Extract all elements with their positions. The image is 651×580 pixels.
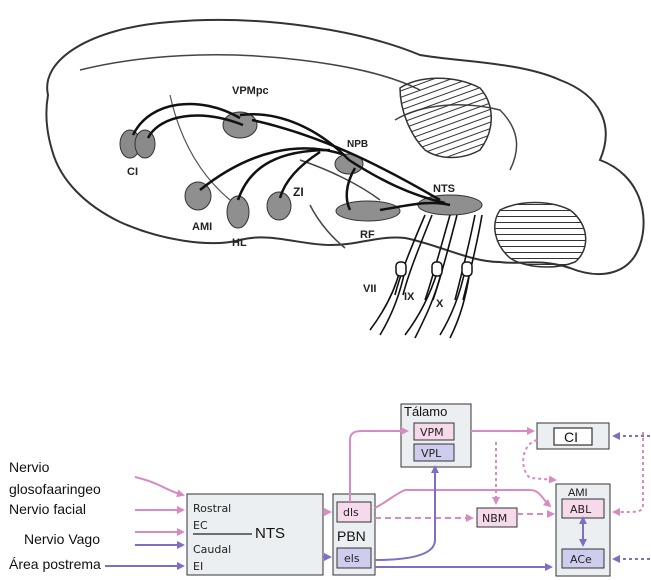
label-x: X bbox=[436, 298, 444, 310]
ami-ace-label: ACe bbox=[570, 553, 592, 566]
nts-ei-label: EI bbox=[193, 560, 203, 573]
input-label-facial: Nervio facial bbox=[9, 501, 86, 517]
ci-label: CI bbox=[564, 429, 578, 445]
input-label-vago: Nervio Vago bbox=[24, 531, 100, 547]
ami-title: AMI bbox=[568, 487, 588, 499]
nts-title: NTS bbox=[255, 525, 285, 542]
arrow-ci-abl-right bbox=[614, 432, 643, 512]
label-npb: NPB bbox=[347, 139, 368, 150]
label-ix: IX bbox=[404, 291, 415, 303]
nts-rostral-label: Rostral bbox=[193, 502, 231, 515]
pbn-title: PBN bbox=[337, 528, 366, 544]
nerve-fibers-x bbox=[440, 270, 470, 338]
hatched-region-medulla bbox=[495, 203, 586, 267]
talamo-title: Tálamo bbox=[404, 404, 447, 419]
nbm-box: NBM bbox=[477, 508, 517, 527]
ami-box: AMI ABL ACe bbox=[556, 484, 610, 576]
nucleus-ami bbox=[185, 182, 211, 210]
label-ci: CI bbox=[127, 166, 138, 178]
talamo-vpm-label: VPM bbox=[420, 426, 444, 439]
pbn-box: dls PBN els bbox=[333, 494, 375, 575]
arrow-dls-abl bbox=[375, 490, 550, 508]
flow-diagram: Nervio glosofaaringeo Nervio facial Nerv… bbox=[9, 404, 650, 576]
input-label-nervio: Nervio bbox=[9, 459, 50, 475]
talamo-box: Tálamo VPM VPL bbox=[401, 404, 471, 467]
label-rf: RF bbox=[360, 229, 375, 241]
label-hl: HL bbox=[232, 237, 247, 249]
nbm-label: NBM bbox=[482, 512, 507, 525]
arrow-els-vpl bbox=[375, 467, 435, 560]
ami-abl-label: ABL bbox=[570, 503, 592, 516]
nucleus-zi bbox=[267, 192, 291, 220]
arrow-glosofaringeo-nts bbox=[135, 477, 183, 495]
nts-ec-label: EC bbox=[193, 519, 208, 532]
input-label-glosofaringeo: glosofaaringeo bbox=[9, 481, 101, 497]
nerve-cylinders bbox=[396, 262, 472, 276]
label-zi: ZI bbox=[293, 185, 304, 199]
label-nts: NTS bbox=[433, 183, 455, 195]
pbn-els-label: els bbox=[344, 552, 360, 565]
label-vii: VII bbox=[363, 283, 376, 295]
label-vpmpc: VPMpc bbox=[232, 85, 269, 97]
rat-brain-illustration: VPMpc CI NPB NTS AMI HL ZI RF VII IX X bbox=[46, 20, 643, 338]
talamo-vpl-label: VPL bbox=[421, 447, 442, 460]
nucleus-hl bbox=[227, 196, 249, 228]
input-label-postrema: Área postrema bbox=[9, 556, 101, 572]
arrow-dls-vpm bbox=[350, 431, 407, 502]
ci-box: CI bbox=[537, 423, 609, 449]
pbn-dls-label: dls bbox=[343, 506, 359, 519]
nucleus-rf bbox=[336, 201, 400, 221]
label-ami: AMI bbox=[192, 221, 212, 233]
nts-caudal-label: Caudal bbox=[193, 543, 231, 556]
nts-box: Rostral EC Caudal EI NTS bbox=[187, 494, 323, 575]
